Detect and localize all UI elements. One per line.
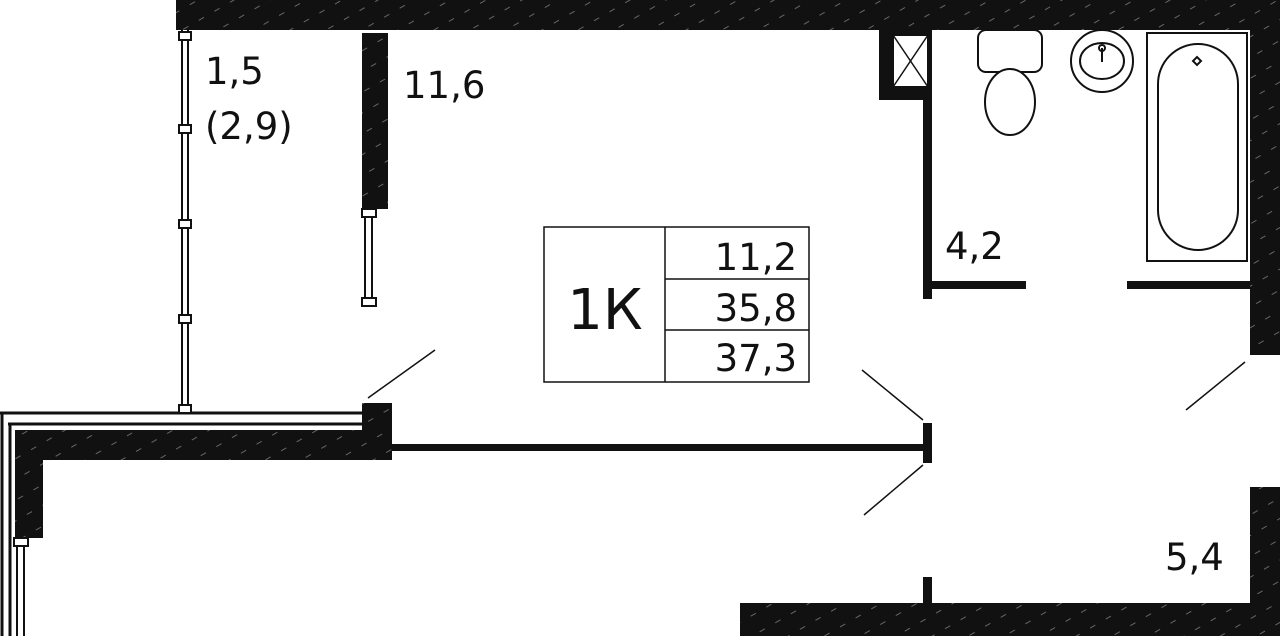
interior-walls [392, 30, 1250, 603]
top-wall [176, 0, 1280, 30]
bottom-wall [740, 603, 1280, 636]
shaft-icon [892, 34, 929, 88]
apartment-type: 1К [567, 278, 642, 343]
left-lower-wall [15, 430, 43, 538]
balcony-full-area-label: (2,9) [205, 105, 293, 148]
balcony-pillar [362, 403, 392, 433]
balcony-window [178, 30, 192, 414]
bathtub-icon [1146, 32, 1248, 262]
partition-wall [362, 33, 388, 209]
lower-left-window [13, 537, 29, 636]
living-room-area-label: 11,6 [403, 64, 485, 107]
summary-box: 1К 11,2 35,8 37,3 [543, 226, 810, 383]
hallway-area-label: 5,4 [1165, 536, 1224, 579]
door-swings [367, 349, 1246, 516]
balcony-area-label: 1,5 [205, 50, 264, 93]
bathroom-wall-right [1127, 281, 1250, 289]
exterior-walls [15, 0, 1280, 636]
total-area-value: 35,8 [715, 287, 797, 330]
room-window-stub [361, 208, 377, 307]
toilet-icon [977, 29, 1043, 136]
total-area-with-balcony-value: 37,3 [715, 337, 797, 380]
bottom-wall-stub [923, 577, 932, 603]
bathroom-wall-left [932, 281, 1026, 289]
bathroom-area-label: 4,2 [945, 225, 1004, 268]
windows [13, 30, 377, 636]
bathroom-wall-vertical [923, 96, 932, 299]
door-jamb-lower [923, 423, 932, 463]
right-wall [1250, 30, 1280, 355]
balcony-bottom-wall [40, 430, 392, 460]
corridor-wall [392, 444, 930, 451]
sink-icon [1070, 29, 1134, 93]
living-area-value: 11,2 [715, 236, 797, 279]
